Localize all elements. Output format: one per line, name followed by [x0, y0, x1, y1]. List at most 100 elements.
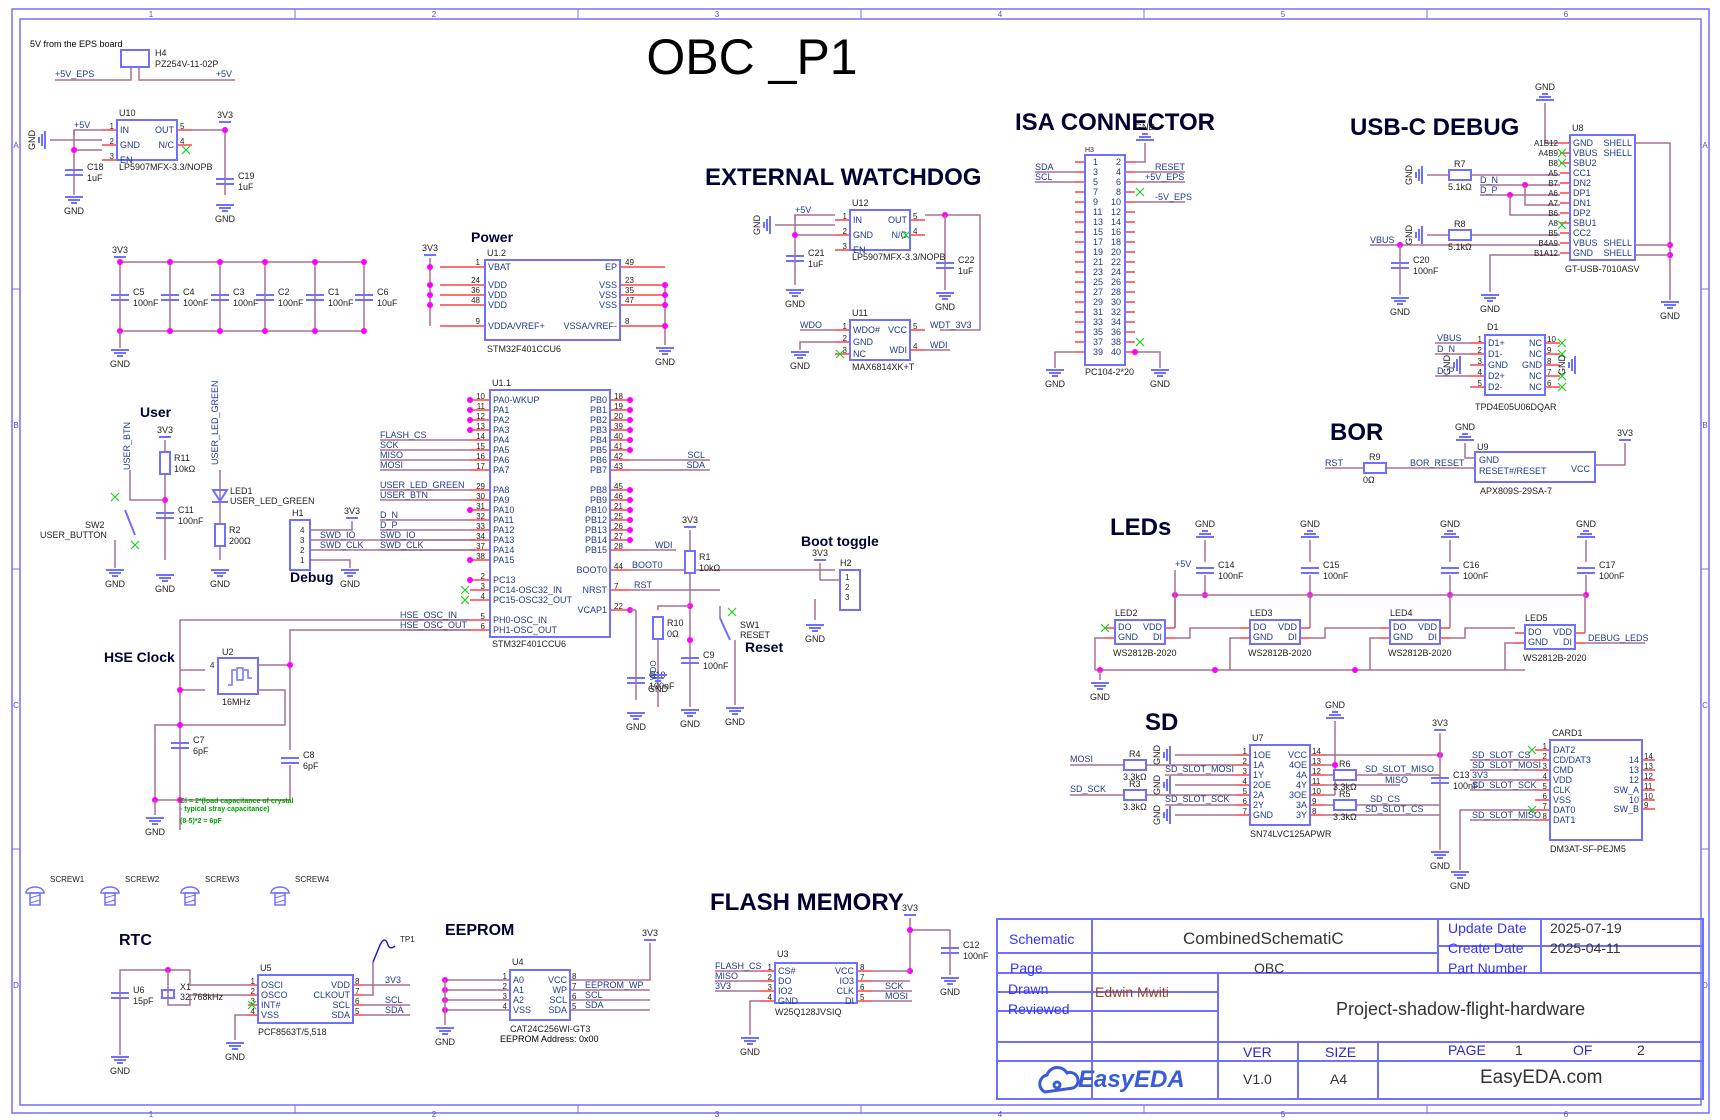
pin-name: PA3	[493, 425, 509, 435]
no-connect-icon	[901, 230, 911, 240]
gnd-label: GND	[626, 722, 647, 732]
gnd-symbol: GND	[1404, 225, 1423, 245]
pin-name: GND	[1118, 632, 1139, 642]
gnd-label: GND	[1576, 519, 1597, 529]
pin-name: VDD	[331, 980, 351, 990]
resistor: R53.3kΩ	[1333, 789, 1357, 822]
cap-ref: C7	[193, 735, 205, 745]
pin-number: 32	[476, 512, 485, 521]
pin-name: IO2	[778, 986, 793, 996]
wire	[570, 943, 651, 981]
wire	[819, 563, 840, 581]
column-marker: 2	[432, 1110, 437, 1119]
pin-number: 2	[110, 137, 115, 146]
pin-number: 10	[1312, 787, 1321, 796]
cap-value: 10uF	[377, 298, 398, 308]
pin-number: 7	[355, 987, 360, 996]
screw-icon	[270, 886, 290, 906]
pin-number: 4	[1478, 368, 1483, 377]
nc-stroke	[1100, 623, 1110, 633]
gnd-symbol: GND	[626, 712, 647, 732]
power-symbol: 3V3	[902, 903, 918, 916]
pin-name: PB13	[585, 525, 607, 535]
pin-number: 25	[614, 512, 623, 521]
wire	[1524, 185, 1560, 206]
pin-number: 39	[614, 422, 623, 431]
pin-number: 3	[1478, 357, 1483, 366]
junction	[627, 407, 633, 413]
heading-usb-c-debug: USB-C DEBUG	[1350, 114, 1519, 141]
pin-name: CC2	[1573, 228, 1591, 238]
res-ref: R1	[699, 552, 711, 562]
pin-name: PH1-OSC_OUT	[493, 625, 558, 635]
led-part: WS2812B-2020	[1388, 648, 1452, 658]
pin-number: 4	[180, 137, 185, 146]
pin-number: 7	[1543, 802, 1548, 811]
screw-label: SCREW2	[125, 875, 160, 884]
cap-value: 1uF	[238, 182, 254, 192]
gnd-symbol: GND	[1450, 871, 1471, 891]
pin-name: 2Y	[1253, 800, 1264, 810]
pin-number: 2	[251, 987, 256, 996]
junction	[427, 292, 433, 298]
net-label: WDI	[655, 540, 673, 550]
pin-name: 14	[1629, 755, 1639, 765]
gnd-symbol: GND	[1152, 745, 1171, 765]
led-LED5	[1524, 624, 1576, 650]
pin-number: 8	[572, 972, 577, 981]
ic-u4	[509, 969, 571, 1021]
pin-name: CD/DAT3	[1553, 755, 1591, 765]
pin-name: VSS	[1553, 795, 1571, 805]
pin-number: 23	[625, 276, 634, 285]
row-marker: C	[13, 701, 19, 710]
pin-number: 7	[572, 982, 577, 991]
nc-stroke	[1527, 805, 1537, 815]
pin-number: 8	[625, 317, 630, 326]
gnd-label: GND	[1195, 519, 1216, 529]
led-icon	[211, 489, 229, 503]
ic-part: GT-USB-7010ASV	[1565, 264, 1640, 274]
pin-number: 7	[860, 973, 865, 982]
pin-number: 4	[503, 1002, 508, 1011]
pin-name: PB8	[590, 485, 607, 495]
pin-name: SBU2	[1573, 158, 1597, 168]
pin-name: DO	[1528, 627, 1542, 637]
pin-number: 10	[1547, 335, 1556, 344]
pin-name: DP1	[1573, 188, 1591, 198]
row-marker: D	[1702, 981, 1708, 990]
pin-number: 43	[614, 462, 623, 471]
cap-value: 15pF	[133, 996, 154, 1006]
pin-number: 38	[476, 552, 485, 561]
wire	[1544, 103, 1560, 144]
net-label: VBUS	[1437, 333, 1462, 343]
pin-number: 3	[251, 997, 256, 1006]
junction	[262, 259, 268, 265]
cap-ref: C20	[1413, 255, 1430, 265]
row-marker: B	[13, 421, 18, 430]
pin-number: 8	[1312, 807, 1317, 816]
cap-value: 100nF	[178, 516, 204, 526]
wire	[794, 214, 835, 220]
junction	[467, 577, 473, 583]
eeprom-address-note: EEPROM Address: 0x00	[500, 1034, 599, 1044]
no-connect-icon	[1527, 745, 1537, 755]
res-value: 0Ω	[1363, 475, 1375, 485]
pin-name: VDD	[488, 300, 508, 310]
no-connect-icon	[460, 585, 470, 595]
pin-label: 25	[1093, 277, 1103, 287]
resistor: R43.3kΩ	[1123, 749, 1147, 782]
ref: H4	[155, 48, 167, 58]
cap-value: 100nF	[1413, 266, 1439, 276]
net-label: BOR_RESET	[1410, 458, 1465, 468]
junction	[627, 537, 633, 543]
pin-number: 4	[1243, 777, 1248, 786]
pin-number: 4	[481, 592, 486, 601]
pin-label: 16	[1111, 227, 1121, 237]
tb-project: Project-shadow-flight-hardware	[1336, 999, 1586, 1019]
pin-name: CMD	[1553, 765, 1574, 775]
cap-ref: C17	[1599, 560, 1616, 570]
junction	[467, 557, 473, 563]
pin-number: 40	[614, 432, 623, 441]
